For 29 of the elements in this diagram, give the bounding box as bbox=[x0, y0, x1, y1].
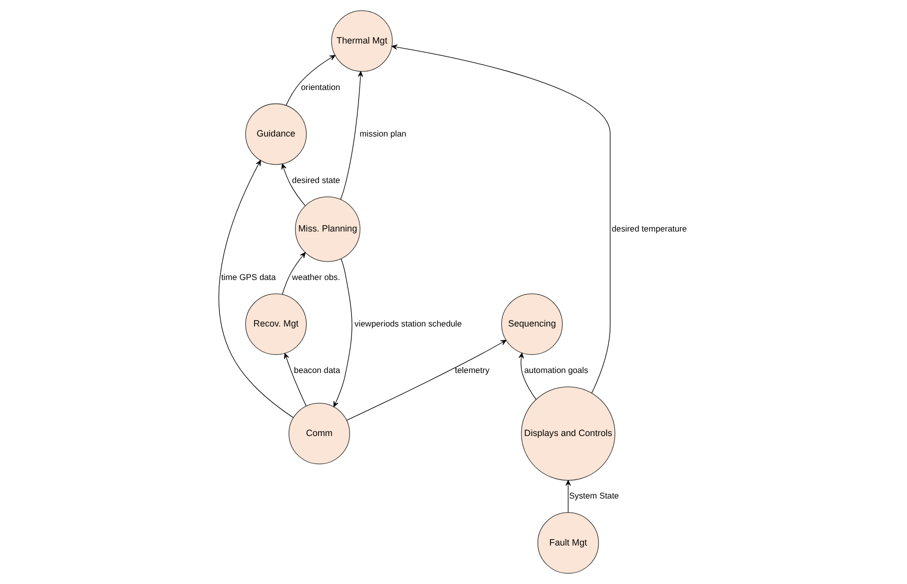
edge-label: beacon data bbox=[294, 364, 340, 375]
node-circle: Thermal Mgt bbox=[331, 10, 393, 72]
node-circle: Guidance bbox=[245, 103, 307, 165]
edge-label: desired temperature bbox=[612, 223, 687, 234]
edge-label: automation goals bbox=[524, 364, 588, 375]
node-circle: Fault Mgt bbox=[537, 512, 599, 574]
edge-label: viewperiods station schedule bbox=[354, 318, 462, 328]
node-circle: Comm bbox=[288, 402, 350, 464]
arrow bbox=[334, 258, 352, 408]
arrow bbox=[392, 44, 611, 394]
node-circle: Recov. Mgt bbox=[245, 294, 307, 355]
node-circle: Displays and Controls bbox=[521, 386, 616, 481]
edge-label: mission plan bbox=[360, 128, 406, 138]
arrow bbox=[566, 480, 571, 513]
arrow bbox=[286, 54, 336, 106]
edge-label: orientation bbox=[300, 82, 340, 92]
edge-label: System State bbox=[569, 490, 619, 501]
node-circle: Miss. Planning bbox=[295, 196, 360, 262]
arrow bbox=[346, 340, 506, 421]
arrow bbox=[340, 71, 364, 200]
arrow bbox=[284, 353, 306, 406]
arrow bbox=[518, 352, 536, 400]
edge-label: weather obs. bbox=[292, 272, 340, 282]
arrow bbox=[282, 252, 306, 295]
arrow bbox=[281, 164, 306, 206]
edge-label: time GPS data bbox=[221, 272, 276, 282]
edge-label: desired state bbox=[292, 174, 340, 185]
edge-label: telemetry bbox=[454, 364, 490, 375]
arrow bbox=[218, 160, 294, 418]
